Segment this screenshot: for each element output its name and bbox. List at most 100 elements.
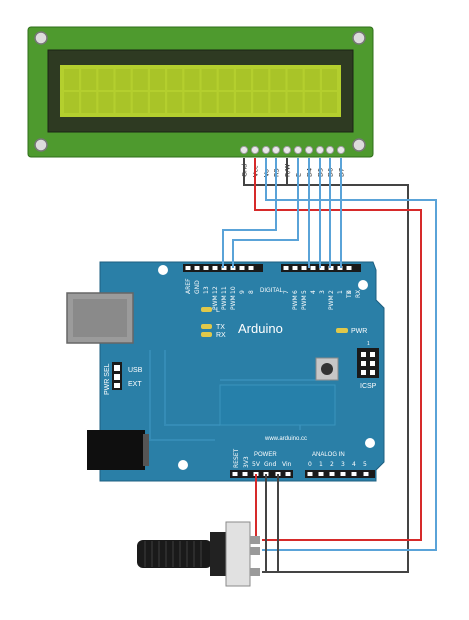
lcd-char-cell (304, 92, 320, 113)
reset-button-cap[interactable] (321, 363, 333, 375)
wires (222, 158, 437, 573)
lcd-pin (315, 145, 325, 155)
lcd-char-cell (322, 92, 337, 113)
lcd-pin (336, 145, 346, 155)
wire-lcd-gnd (243, 158, 409, 573)
lcd-char-cell (81, 92, 97, 113)
lcd-char-cell (270, 92, 286, 113)
digital-pin-label: 10 (230, 286, 237, 294)
power-pin-label: 3V3 (243, 456, 250, 468)
lcd-char-cell (201, 69, 217, 90)
digital-pin-label: 4 (310, 290, 317, 294)
arduino-url: www.arduino.cc (264, 436, 307, 442)
arduino-logo-text: Arduino (238, 321, 283, 336)
usb-port-inner (73, 299, 127, 337)
digital-pin-label: 7 (283, 290, 290, 294)
analog-label: ANALOG IN (312, 452, 345, 458)
analog-pin-label: 5 (363, 461, 367, 468)
tx-rx-pin-label: RX (355, 290, 362, 298)
pot-shaft[interactable] (137, 540, 212, 568)
header-hole (212, 266, 218, 270)
header-hole (307, 472, 313, 476)
dc-jack (87, 430, 145, 470)
lcd-char-cell (236, 69, 251, 90)
digital-pin-label: 8 (248, 290, 255, 294)
wire-lcd-vcc (254, 158, 422, 541)
led-l-label: L (216, 307, 220, 314)
lcd-char-cell (270, 69, 286, 90)
lcd-char-cell (115, 92, 131, 113)
power-select-jumper[interactable] (112, 362, 122, 390)
lcd-char-cell (167, 92, 183, 113)
lcd-char-cell (81, 69, 97, 90)
lcd-char-cell (167, 69, 183, 90)
digital-pin-label: 0 (346, 290, 353, 294)
header-hole (283, 266, 289, 270)
header-hole (318, 472, 324, 476)
digital-pin-label: 13 (203, 286, 210, 294)
power-pin-label: Vin (282, 461, 292, 468)
lcd-char-cell (184, 92, 200, 113)
analog-header (305, 470, 375, 478)
pot-pin (250, 568, 260, 576)
digital-pin-label: 6 (292, 290, 299, 294)
header-hole (285, 472, 291, 476)
lcd-char-cell (98, 92, 114, 113)
digital-label: DIGITAL (260, 288, 284, 294)
header-hole (351, 472, 357, 476)
led-pwr (336, 328, 348, 333)
led-rx-label: RX (216, 332, 226, 339)
lcd-mount-hole (34, 31, 48, 45)
header-hole (329, 472, 335, 476)
digital-pin-label: 12 (212, 286, 219, 294)
lcd-pin-header (239, 145, 346, 155)
led-tx (201, 324, 212, 329)
pwr-led-label: PWR (351, 328, 367, 335)
lcd-char-cell (253, 69, 269, 90)
led-l (201, 307, 212, 312)
lcd-char-cell (184, 69, 200, 90)
digital-pin-label: 1 (337, 290, 344, 294)
header-hole (194, 266, 200, 270)
board-mount-hole (178, 460, 188, 470)
pot-shaft-knurl (144, 541, 202, 567)
lcd-pin (304, 145, 314, 155)
ext-label: EXT (128, 381, 142, 388)
analog-pin-label: 1 (319, 461, 323, 468)
led-tx-label: TX (216, 324, 225, 331)
digital-pin-label: 3 (319, 290, 326, 294)
lcd-pin (325, 145, 335, 155)
pwr-sel-label: PWR SEL (104, 363, 111, 395)
pwm-label: PWM (230, 295, 237, 310)
analog-pin-label: 3 (341, 461, 345, 468)
lcd-char-cell (150, 69, 165, 90)
ic-chip (219, 384, 336, 426)
lcd-char-cell (218, 69, 234, 90)
lcd-char-cell (322, 69, 337, 90)
header-hole (185, 266, 191, 270)
lcd-mount-hole (34, 138, 48, 152)
pwm-label: PWM (301, 295, 308, 310)
power-pin-label: 5V (252, 461, 261, 468)
power-label: POWER (254, 452, 277, 458)
lcd-char-cell (287, 69, 303, 90)
analog-pin-label: 0 (308, 461, 312, 468)
power-pin-label: Gnd (264, 461, 276, 468)
wire-lcd-vo (262, 158, 437, 551)
pwm-label: PWM (292, 295, 299, 310)
dc-jack-tab (143, 434, 149, 466)
lcd-pin (282, 145, 292, 155)
lcd-char-cell (132, 69, 148, 90)
potentiometer[interactable] (137, 521, 260, 587)
tx-rx-pin-label: TX (346, 290, 353, 299)
pot-pin (250, 536, 260, 544)
lcd-char-cell (150, 92, 165, 113)
header-hole (242, 472, 248, 476)
digital-pin-label: AREF (185, 278, 192, 294)
usb-label: USB (128, 367, 143, 374)
power-pin-label: RESET (233, 448, 240, 468)
digital-pin-label: 2 (328, 290, 335, 294)
lcd-char-cell (64, 92, 79, 113)
